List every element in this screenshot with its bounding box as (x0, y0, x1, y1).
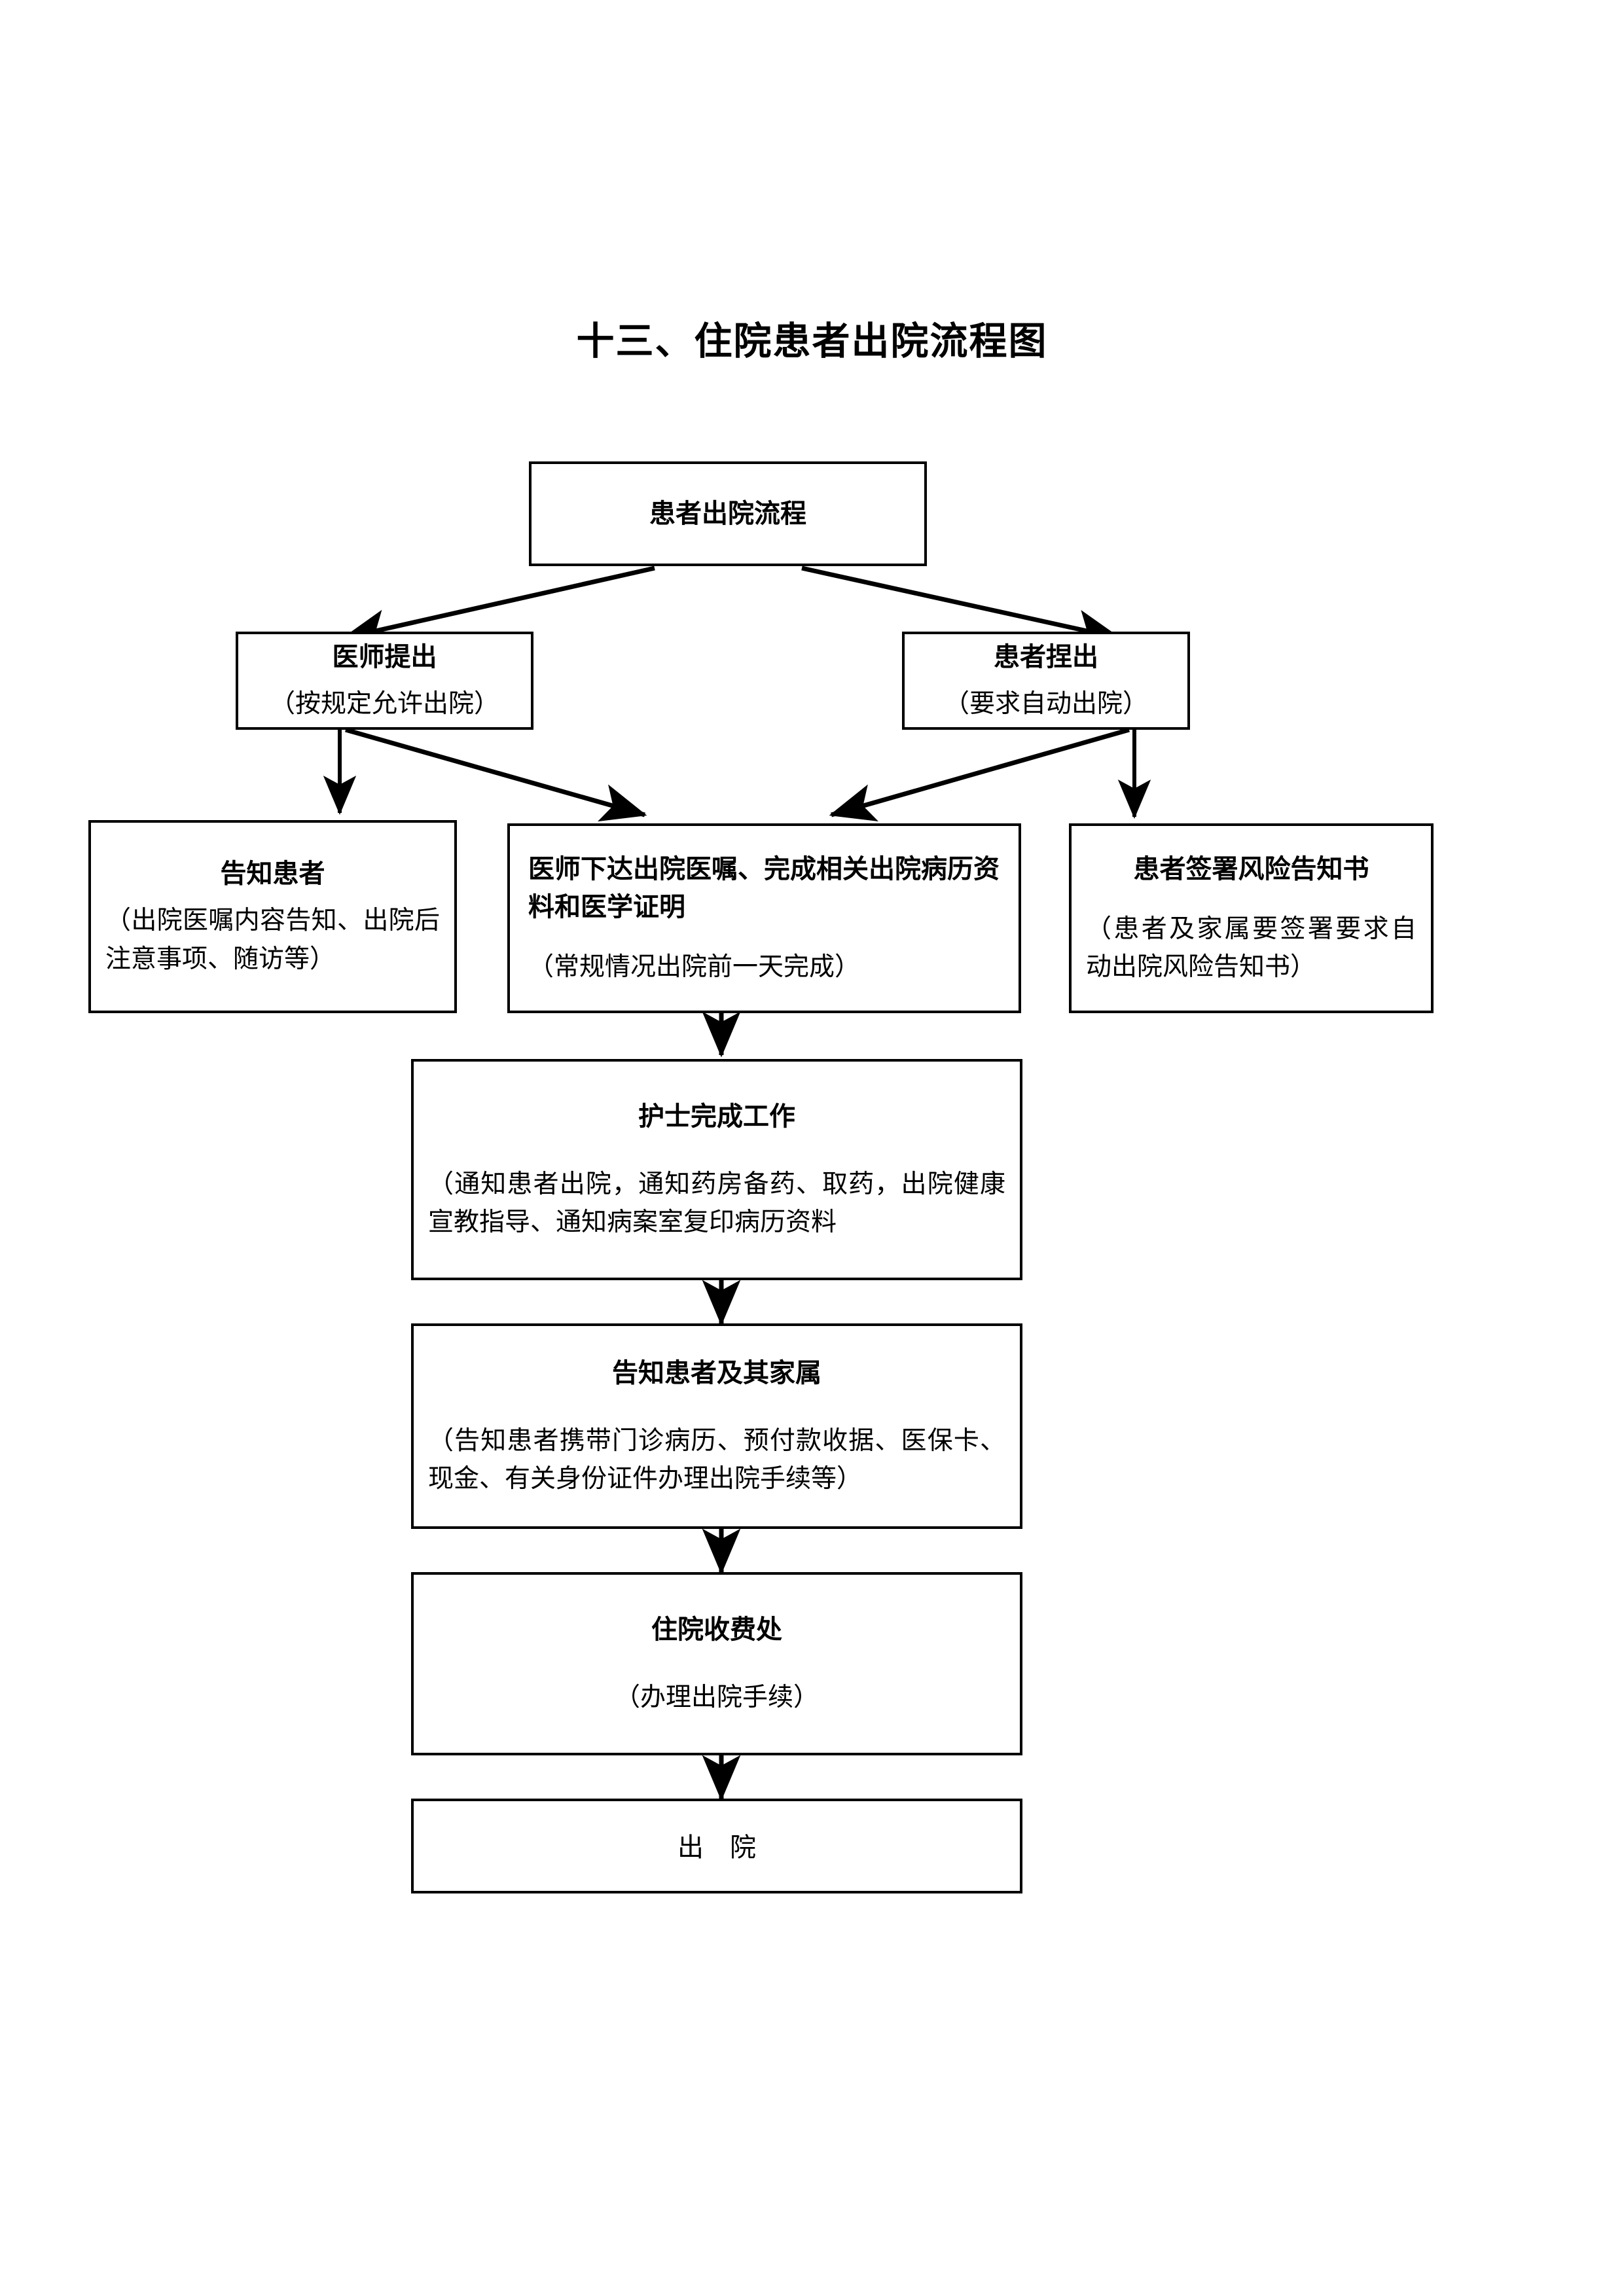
node-start-header: 患者出院流程 (649, 499, 806, 529)
node-risk-notice[interactable]: 患者签署风险告知书 （患者及家属要签署要求自动出院风险告知书） (1069, 823, 1434, 1013)
node-inform-family-sub: （告知患者携带门诊病历、预付款收据、医保卡、现金、有关身份证件办理出院手续等） (428, 1426, 1005, 1494)
node-doctor-proposes-header: 医师提出 (332, 641, 437, 672)
node-nurse-work[interactable]: 护士完成工作 （通知患者出院，通知药房备药、取药，出院健康宣教指导、通知病案室复… (411, 1059, 1022, 1280)
node-risk-notice-header: 患者签署风险告知书 (1133, 853, 1369, 884)
edge-patient-to-orders (829, 727, 1130, 821)
node-doctor-orders[interactable]: 医师下达出院医嘱、完成相关出院病历资料和医学证明 （常规情况出院前一天完成） (507, 823, 1021, 1013)
node-doctor-proposes[interactable]: 医师提出 （按规定允许出院） (236, 632, 533, 730)
page-title: 十三、住院患者出院流程图 (576, 319, 1048, 363)
spacer (414, 1136, 1020, 1166)
node-nurse-work-sub: （通知患者出院，通知药房备药、取药，出院健康宣教指导、通知病案室复印病历资料 (428, 1169, 1005, 1238)
node-patient-proposes-sub: （要求自动出院） (943, 689, 1148, 719)
spacer (414, 1649, 1020, 1679)
node-risk-notice-sub: （患者及家属要签署要求自动出院风险告知书） (1086, 914, 1416, 982)
node-inform-patient-sub: （出院医嘱内容告知、出院后注意事项、随访等） (105, 906, 440, 974)
spacer (414, 1392, 1020, 1422)
node-inform-patient-header: 告知患者 (220, 859, 325, 889)
node-doctor-orders-sub: （常规情况出院前一天完成） (528, 952, 861, 982)
node-discharge-header: 出 院 (677, 1833, 756, 1863)
node-inform-family-header: 告知患者及其家属 (612, 1357, 821, 1388)
node-cashier[interactable]: 住院收费处 （办理出院手续） (411, 1572, 1022, 1755)
node-nurse-work-header: 护士完成工作 (638, 1101, 795, 1132)
node-start[interactable]: 患者出院流程 (529, 461, 927, 566)
spacer (1072, 888, 1431, 910)
edge-doctor-to-orders (345, 727, 647, 822)
node-doctor-orders-header: 医师下达出院医嘱、完成相关出院病历资料和医学证明 (528, 853, 1000, 922)
node-patient-proposes-header: 患者捏出 (994, 641, 1098, 672)
edge-start-to-patient (801, 565, 1122, 648)
spacer (238, 676, 531, 685)
spacer (905, 676, 1187, 685)
edge-start-to-doctor (341, 565, 655, 648)
node-doctor-proposes-sub: （按规定允许出院） (269, 689, 499, 719)
node-patient-proposes[interactable]: 患者捏出 （要求自动出院） (902, 632, 1190, 730)
node-inform-patient[interactable]: 告知患者 （出院医嘱内容告知、出院后注意事项、随访等） (88, 820, 457, 1013)
node-inform-family[interactable]: 告知患者及其家属 （告知患者携带门诊病历、预付款收据、医保卡、现金、有关身份证件… (411, 1323, 1022, 1529)
spacer (91, 893, 454, 902)
node-discharge[interactable]: 出 院 (411, 1799, 1022, 1893)
spacer (510, 926, 1019, 948)
node-cashier-sub: （办理出院手续） (614, 1682, 819, 1712)
node-cashier-header: 住院收费处 (651, 1614, 782, 1645)
